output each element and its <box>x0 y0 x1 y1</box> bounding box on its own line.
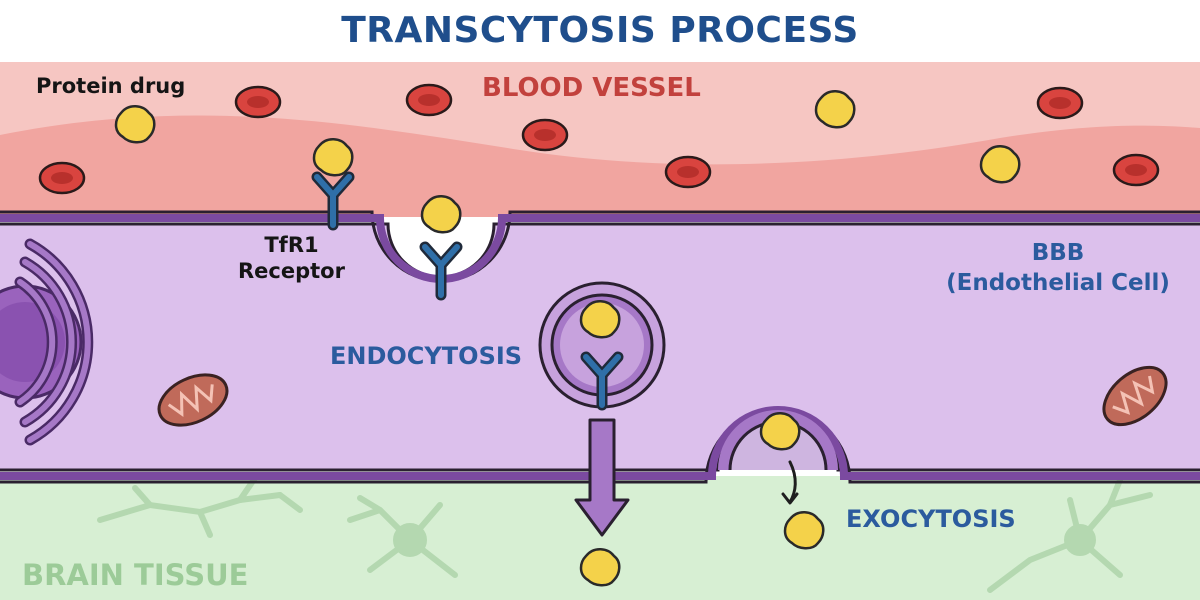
red-blood-cell <box>1036 86 1084 120</box>
protein-drug <box>979 144 1021 184</box>
bbb-label-line1: BBB <box>1031 240 1085 266</box>
red-blood-cell <box>234 85 282 119</box>
protein-drug-exocytosed <box>783 510 825 550</box>
diagram-title: TRANSCYTOSIS PROCESS <box>341 10 859 51</box>
golgi-apparatus <box>14 238 94 446</box>
exocytosis-label: EXOCYTOSIS <box>846 505 1016 533</box>
red-blood-cell <box>405 83 453 117</box>
protein-drug-released <box>579 547 621 587</box>
red-blood-cell <box>521 118 569 152</box>
protein-drug-exocytosis <box>759 411 801 451</box>
blood-vessel-label: BLOOD VESSEL <box>482 73 701 103</box>
transport-arrow <box>574 418 630 537</box>
protein-drug-bound <box>312 137 354 177</box>
tfr1-label-line2: Receptor <box>238 259 345 283</box>
tfr1-label-line1: TfR1 <box>264 233 319 257</box>
exit-arrow <box>781 460 799 505</box>
brain-tissue-label: BRAIN TISSUE <box>22 558 249 592</box>
neuron-right <box>987 477 1153 593</box>
bbb-label-line2: (Endothelial Cell) <box>946 270 1170 296</box>
red-blood-cell <box>38 161 86 195</box>
protein-drug <box>814 89 856 129</box>
blood-wave <box>0 115 1200 217</box>
bbb-label: BBB (Endothelial Cell) <box>940 238 1176 298</box>
red-blood-cell <box>1112 153 1160 187</box>
endocytosis-label: ENDOCYTOSIS <box>330 342 523 370</box>
red-blood-cell <box>664 155 712 189</box>
endocytic-vesicle <box>538 281 666 409</box>
protein-drug-vesicle <box>579 299 621 339</box>
neuron-center <box>347 495 458 578</box>
protein-drug-label: Protein drug <box>36 74 186 98</box>
tfr1-receptor-label: TfR1 Receptor <box>238 232 345 284</box>
protein-drug-invaginating <box>420 194 462 234</box>
exocytic-vesicle-rim <box>718 410 838 470</box>
protein-drug <box>114 104 156 144</box>
